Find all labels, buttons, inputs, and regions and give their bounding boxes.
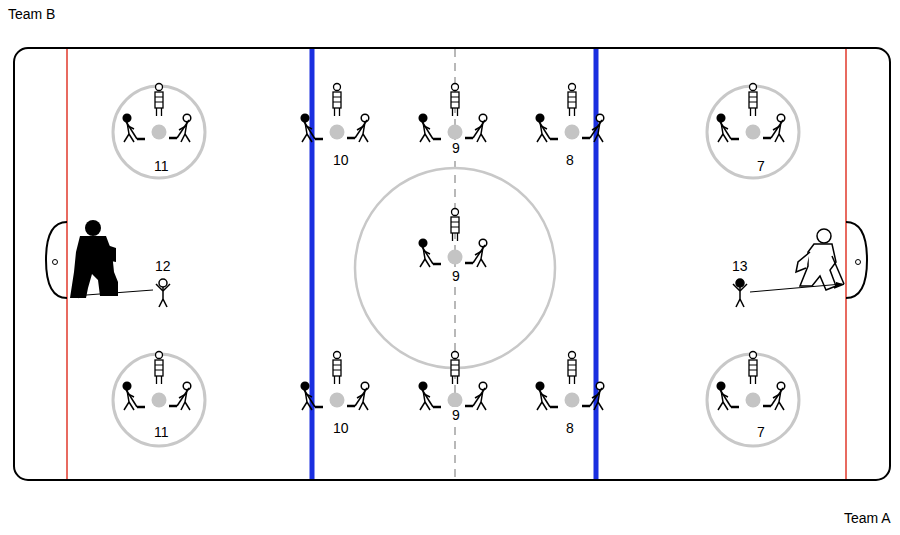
callout-number: 12 (153, 258, 173, 274)
callout-number: 9 (450, 268, 462, 284)
shot-arrow (750, 284, 842, 292)
goalie-figure (70, 220, 118, 298)
team-label: Team B (6, 6, 57, 22)
callout-number: 13 (730, 258, 750, 274)
callout-number: 11 (152, 158, 171, 174)
callout-number: 9 (450, 140, 462, 156)
callout-number: 11 (152, 424, 171, 440)
shot-arrow (73, 290, 153, 296)
callout-number: 7 (755, 424, 767, 440)
player-figure (156, 279, 170, 307)
goal-net (46, 222, 67, 298)
callout-number: 8 (564, 152, 576, 168)
goalie-figure (796, 229, 844, 290)
faceoff-group (123, 84, 785, 411)
callout-number: 7 (755, 158, 767, 174)
callout-number: 10 (331, 152, 351, 168)
callout-number: 8 (564, 420, 576, 436)
callout-number: 9 (450, 407, 462, 423)
callout-number: 10 (331, 420, 351, 436)
goal-net (846, 222, 867, 298)
player-figure (733, 279, 747, 307)
team-label: Team A (842, 510, 893, 526)
